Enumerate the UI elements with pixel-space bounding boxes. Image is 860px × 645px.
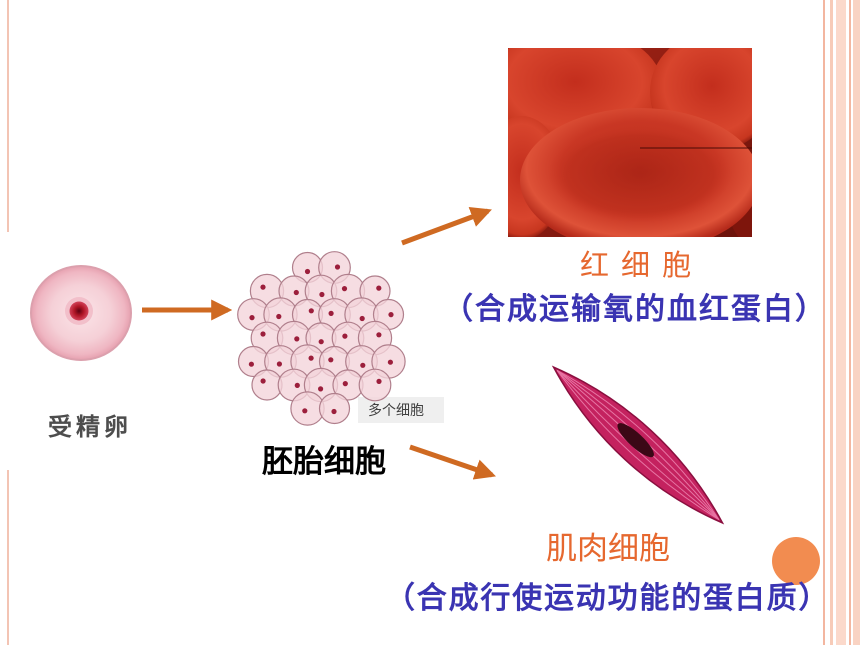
decorative-orange-dot — [772, 537, 820, 585]
zygote-label: 受精卵 — [48, 414, 132, 441]
embryo-cell-nucleus — [360, 362, 366, 368]
embryo-cell-nucleus — [388, 312, 394, 318]
embryo-cell-nucleus — [276, 361, 282, 367]
muscle-cell-title: 肌肉细胞 — [546, 531, 670, 566]
embryo-cell-nucleus — [376, 285, 382, 291]
embryo-cell-nucleus — [376, 378, 382, 384]
embryo-cell-nucleus — [293, 289, 299, 296]
embryo-image — [237, 251, 444, 426]
embryo-cell — [318, 392, 351, 425]
muscle-cell-description: （合成行使运动功能的蛋白质） — [385, 582, 831, 615]
embryo-image-caption: 多个细胞 — [368, 402, 424, 418]
embryo-cell-nucleus — [319, 291, 325, 298]
embryo-cell-nucleus — [387, 359, 393, 365]
red-blood-cell-description: （合成运输氧的血红蛋白） — [443, 293, 827, 326]
embryo-cell-nucleus — [359, 315, 365, 322]
red-blood-cell-photo — [508, 48, 752, 237]
zygote-image — [30, 265, 132, 361]
left-border-line — [7, 0, 9, 645]
embryo-cell-nucleus — [308, 355, 314, 361]
embryo-cell-nucleus — [276, 313, 282, 320]
embryo-cell-nucleus — [248, 361, 254, 367]
zygote-nucleus — [69, 301, 89, 321]
embryo-cell-nucleus — [328, 310, 334, 316]
red-blood-cell-concavity — [548, 126, 732, 222]
embryo-cell-cluster — [237, 251, 406, 426]
embryo-cell-nucleus — [260, 378, 266, 384]
embryo-cell-nucleus — [260, 284, 266, 290]
arrow-embryo-to-red-blood-cell — [401, 207, 492, 246]
embryo-cell-nucleus — [342, 333, 348, 339]
embryo-cell-nucleus — [294, 336, 300, 342]
embryo-cell-nucleus — [302, 408, 308, 414]
embryo-cell-nucleus — [249, 315, 255, 321]
embryo-cell-nucleus — [308, 308, 314, 314]
embryo-caption-background — [358, 397, 444, 423]
embryo-label: 胚胎细胞 — [262, 444, 386, 479]
muscle-cell-nucleus — [617, 423, 654, 458]
embryo-cell-nucleus — [376, 332, 382, 338]
embryo-cell-nucleus — [342, 381, 348, 387]
embryo-cell-nucleus — [304, 268, 311, 275]
red-blood-cell-title: 红 细 胞 — [580, 250, 694, 282]
embryo-cell-nucleus — [260, 331, 266, 337]
embryo-cell-nucleus — [318, 339, 324, 345]
embryo-cell-nucleus — [294, 382, 300, 388]
arrow-embryo-to-muscle-cell — [409, 444, 496, 480]
embryo-cell — [358, 368, 392, 402]
embryo-cell-nucleus — [341, 286, 348, 292]
right-border-stripes — [823, 0, 860, 645]
embryo-cell-nucleus — [334, 264, 341, 270]
embryo-cell-nucleus — [318, 386, 324, 392]
embryo-cell-nucleus — [328, 357, 334, 363]
embryo-cell — [251, 369, 283, 401]
embryo-cell-nucleus — [331, 408, 337, 415]
muscle-cell-image — [551, 365, 725, 525]
